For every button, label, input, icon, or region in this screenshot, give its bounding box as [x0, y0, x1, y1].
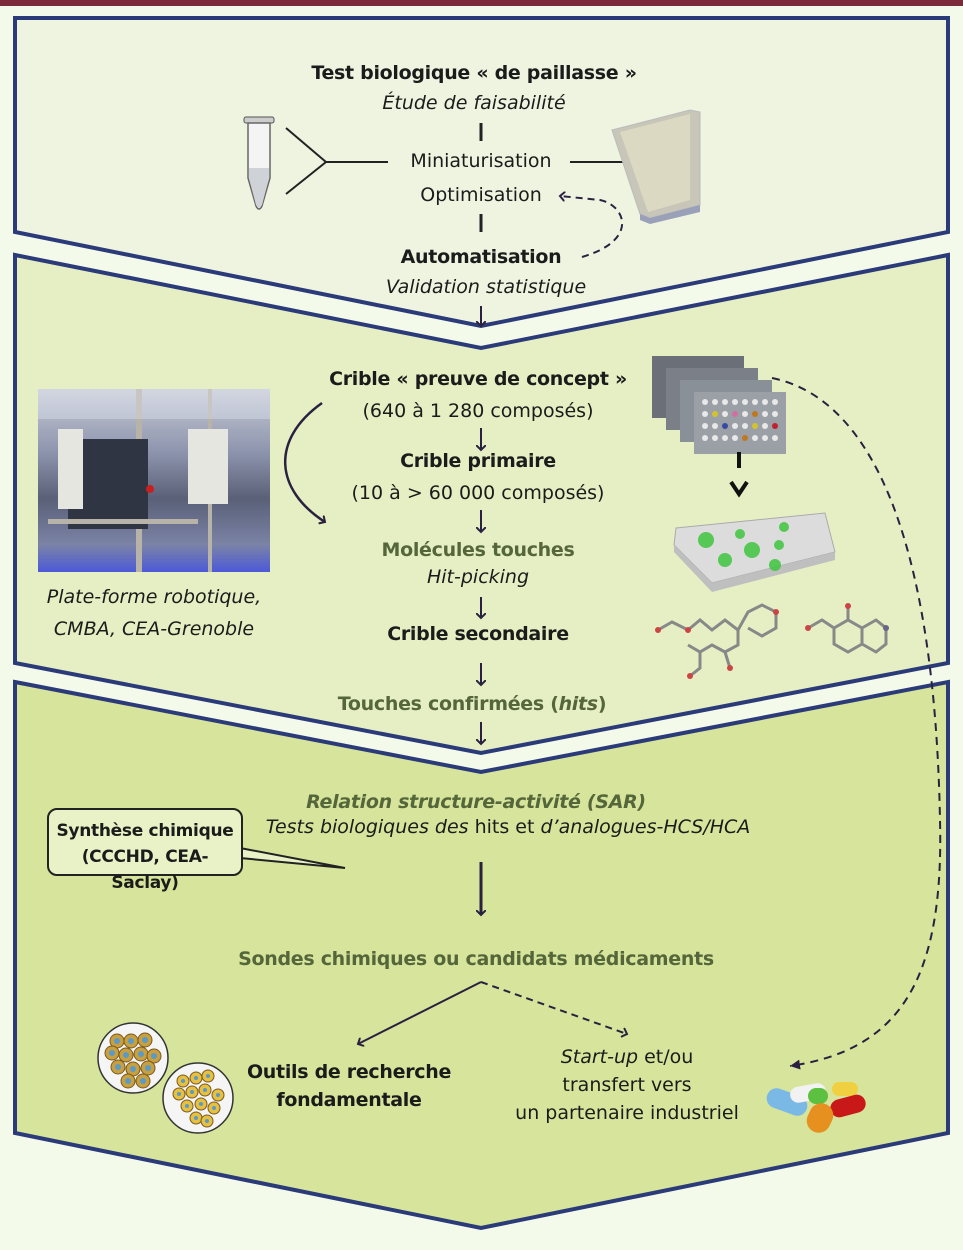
startup-line1: Start-up et/ou	[561, 1048, 694, 1067]
stage1-connectors	[285, 123, 638, 232]
hit-plate-icon	[673, 512, 836, 592]
pills-icon	[766, 1082, 866, 1133]
startup-italic: Start-up	[560, 1046, 639, 1068]
step-validation: Validation statistique	[385, 276, 587, 298]
callout-line1: Synthèse chimique	[56, 821, 234, 841]
startup-rest: et/ou	[638, 1046, 694, 1068]
photo-caption-line2: CMBA, CEA-Grenoble	[53, 618, 255, 640]
primary-screen-title: Crible primaire	[400, 450, 556, 472]
startup-line2: transfert vers	[562, 1074, 692, 1096]
startup-line3: un partenaire industriel	[515, 1102, 739, 1124]
confirmed-hits-suffix: )	[597, 693, 607, 715]
hit-picking-label: Hit-picking	[426, 566, 530, 588]
callout-line2: (CCCHD, CEA-Saclay)	[81, 847, 209, 893]
hit-molecules-title: Molécules touches	[381, 539, 575, 561]
microplate-icon	[611, 109, 701, 224]
poc-screen-title: Crible « preuve de concept »	[329, 368, 627, 390]
sar-desc-part2: hits et	[474, 816, 541, 838]
callout-tail	[239, 847, 346, 869]
microtube-icon	[243, 116, 275, 210]
optimisation-loop-arrow	[560, 196, 624, 258]
research-tools-line1: Outils de recherche	[246, 1061, 452, 1083]
research-tools-line2: fondamentale	[276, 1089, 422, 1111]
direct-transfer-arrow	[771, 377, 942, 1070]
stacked-plates-icon	[652, 356, 786, 454]
robotic-platform-photo	[38, 389, 270, 572]
chemical-synthesis-callout: Synthèse chimique (CCCHD, CEA-Saclay)	[47, 808, 243, 893]
confirmed-hits-prefix: Touches confirmées (	[337, 693, 559, 715]
sar-title: Relation structure-activité (SAR)	[306, 791, 646, 813]
cell-culture-icon	[97, 1022, 234, 1134]
header-bar	[0, 0, 963, 6]
stage1-panel	[13, 16, 950, 329]
secondary-screen-title: Crible secondaire	[387, 623, 569, 645]
outcome-arrow-research	[358, 981, 482, 1044]
sar-desc-part3: d’analogues-HCS/HCA	[540, 816, 751, 838]
probes-title: Sondes chimiques ou candidats médicament…	[238, 948, 714, 970]
outcome-arrow-startup	[480, 981, 627, 1034]
stage3-panel	[13, 679, 950, 1231]
step-optimisation: Optimisation	[420, 184, 542, 206]
sar-desc-part1: Tests biologiques des	[265, 816, 475, 838]
molecule-atoms	[655, 603, 889, 679]
confirmed-hits-title: Touches confirmées (hits)	[337, 693, 607, 715]
sar-description: Tests biologiques des hits et d’analogue…	[266, 818, 751, 837]
photo-caption-line1: Plate-forme robotique,	[46, 586, 262, 608]
confirmed-hits-italic: hits	[558, 693, 599, 715]
primary-screen-count: (10 à > 60 000 composés)	[351, 482, 605, 504]
bypass-arrow	[284, 401, 325, 522]
step-automatisation: Automatisation	[400, 246, 562, 268]
stage1-title: Test biologique « de paillasse »	[311, 62, 637, 84]
stage1-subtitle: Étude de faisabilité	[382, 92, 566, 114]
step-miniaturisation: Miniaturisation	[410, 150, 552, 172]
poc-screen-count: (640 à 1 280 composés)	[362, 400, 594, 422]
down-arrow-bold	[729, 480, 749, 498]
